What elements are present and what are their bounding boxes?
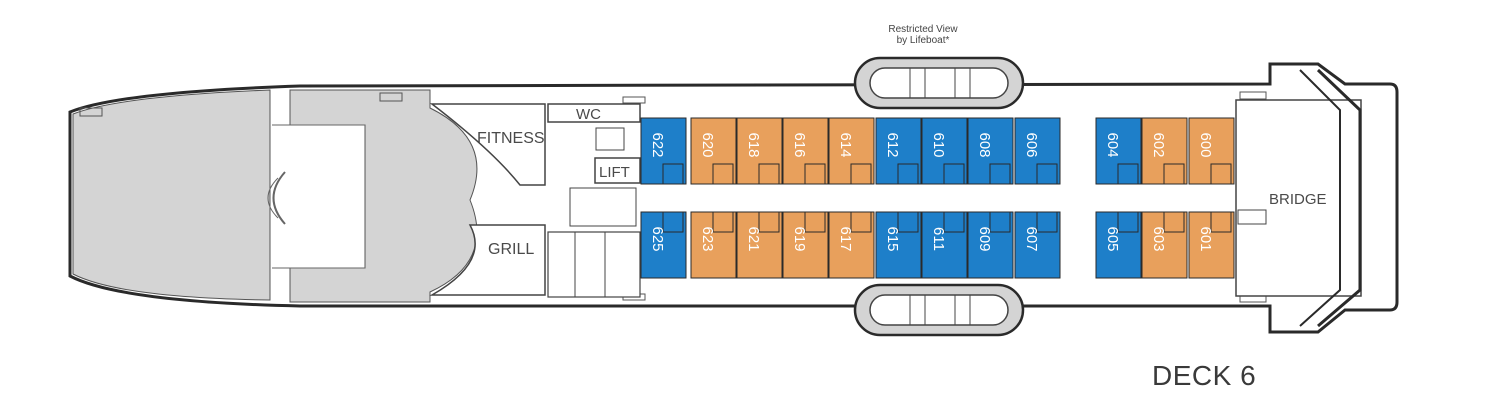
cabin-bathroom [804,163,826,185]
note-line-2: by Lifeboat* [896,35,950,46]
lift-box [594,157,641,184]
lifeboat-inner [869,67,1009,99]
bow-outline-inner [1299,69,1341,327]
lifeboat-inner [869,294,1009,326]
room-label-bridge: BRIDGE [1269,191,1327,208]
cabin-number-label: 619 [791,226,808,251]
vent-grille [1239,91,1267,100]
entrance-arc-inner [267,177,279,219]
aft-grey-area [72,89,271,301]
cabin-bathroom [712,211,734,233]
cabin-number-label: 614 [837,132,854,157]
stair-block [595,127,625,151]
cabin-bathroom [712,163,734,185]
cabin-number-label: 618 [745,132,762,157]
service-room [547,231,641,298]
room-label-wc: WC [576,106,601,123]
cabin-bathroom [989,163,1011,185]
deck-title: DECK 6 [1152,360,1257,391]
cabin-bathroom [850,163,872,185]
cabin-number-label: 600 [1197,132,1214,157]
note-line-1: Restricted View [888,24,958,35]
cabin-number-label: 616 [791,132,808,157]
cabin-bathroom [989,211,1011,233]
cabin-bathroom [1117,163,1139,185]
cabin-number-label: 605 [1104,226,1121,251]
cabin-bathroom [758,211,780,233]
cabin-bathroom [943,211,965,233]
room-label-fitness: FITNESS [477,130,545,147]
cabin-number-label: 621 [745,226,762,251]
cabin-bathroom [1210,163,1232,185]
cabin-number-label: 601 [1197,226,1214,251]
wc-room [547,103,641,123]
cabin-bathroom [1036,211,1058,233]
cabin-number-label: 610 [930,132,947,157]
cabin-bathroom [1117,211,1139,233]
cabin-bathroom [662,211,684,233]
cabin-bathroom [897,163,919,185]
cabin-bathroom [758,163,780,185]
cabin-bathroom [1163,211,1185,233]
cabin-number-label: 623 [699,226,716,251]
cabin-number-label: 608 [976,132,993,157]
cabin-number-label: 609 [976,226,993,251]
bow-outline [1316,68,1362,328]
cabin-bathroom [1210,211,1232,233]
room-label-grill: GRILL [488,241,534,258]
lounge-grey-area [289,89,478,303]
cabin-number-label: 602 [1150,132,1167,157]
cabin-number-label: 606 [1023,132,1040,157]
cabin-bathroom [850,211,872,233]
cabin-number-label: 620 [699,132,716,157]
bridge-stair [1237,209,1267,225]
cabin-bathroom [804,211,826,233]
cabin-row-lower: 625 623 621 619 617 615 611 609 607 605 603 601 [640,211,1235,279]
cabin-number-label: 612 [884,132,901,157]
grill-room-wall [429,224,546,296]
cabin-617[interactable] [828,211,875,279]
cabin-number-label: 611 [930,227,947,251]
vent-grille [379,92,403,102]
restricted-view-note: Restricted View by Lifeboat* [868,24,978,46]
entrance-arc [272,171,286,225]
cabin-bathroom [1163,163,1185,185]
cabin-bathroom [1036,163,1058,185]
cabin-bathroom [897,211,919,233]
vent-grille [622,96,646,104]
cabin-row-upper: 622 620 618 616 614 612 610 608 606 604 602 600 [640,117,1235,185]
fitness-room-wall [429,103,546,186]
vent-grille [79,107,103,117]
room-label-lift: LIFT [599,164,630,181]
cabin-number-label: 625 [649,226,666,251]
cabin-number-label: 622 [649,132,666,157]
cabin-number-label: 615 [884,226,901,251]
cabin-bathroom [943,163,965,185]
cabin-number-label: 607 [1023,226,1040,251]
cabin-bathroom [662,163,684,185]
corridor-divider [569,187,637,227]
cabin-number-label: 617 [837,226,854,251]
cabin-number-label: 603 [1150,226,1167,251]
cabin-number-label: 604 [1104,132,1121,157]
